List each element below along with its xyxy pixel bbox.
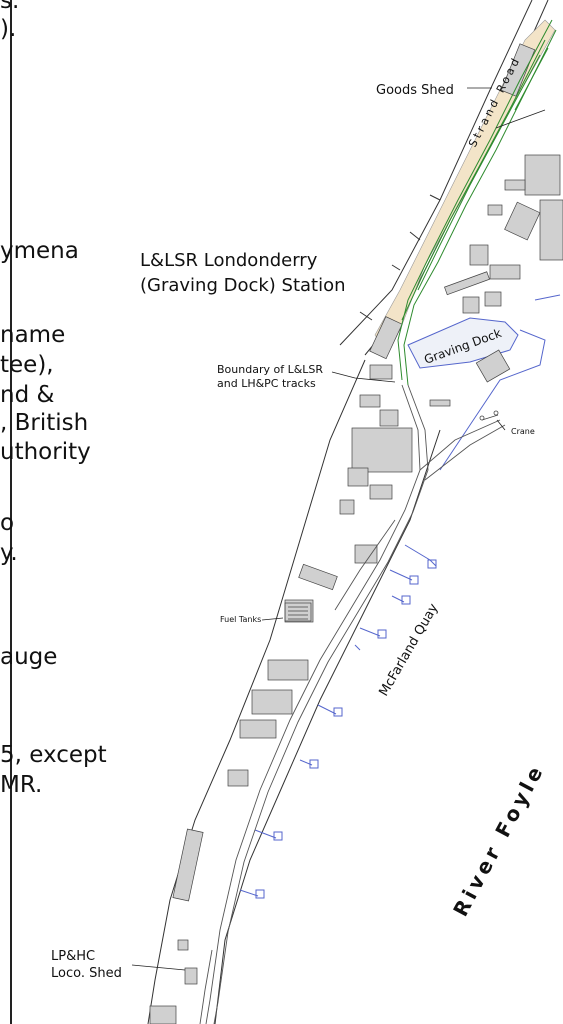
loco-shed-label-line2: Loco. Shed [51,966,122,981]
side-panel-edge [0,0,12,1024]
crane-symbol [479,410,499,421]
town-boundary [147,359,366,1024]
side-text-line: uthority [0,439,91,465]
side-text-line: ymena [0,238,79,264]
side-text-line: s. [0,0,20,14]
lsr-tracks [397,19,557,386]
side-text-line: auge [0,644,58,670]
side-text-line: nd & [0,382,55,408]
fuel-tank-block [284,602,312,622]
station-label-line1: L&LSR Londonderry [140,250,318,271]
side-text-line: MR. [0,772,43,798]
leader-lines [131,87,546,971]
side-text-line: o [0,510,15,536]
dock-shoreline [439,329,546,471]
quay-jetties [239,544,437,899]
boundary-label-line1: Boundary of L&LSR [217,363,323,376]
buildings [149,43,563,1024]
river-foyle-label: River Foyle [448,759,549,920]
goods-shed-label: Goods Shed [376,83,454,98]
side-text-line: name [0,322,66,348]
side-text-line: , British [0,410,89,436]
mcfarland-quay-label: McFarland Quay [376,601,441,699]
boundary-label-line2: and LH&PC tracks [217,377,316,390]
fuel-tanks-label: Fuel Tanks [220,615,261,624]
harbour-tracks [199,384,506,1024]
side-text-line: 5, except [0,742,107,768]
side-text-line: tee), [0,352,54,378]
station-label-line2: (Graving Dock) Station [140,275,346,296]
side-text-line: y. [0,540,18,566]
loco-shed-label-line1: LP&HC [51,949,95,964]
side-text-line: ). [0,16,17,42]
crane-label: Crane [511,427,535,436]
